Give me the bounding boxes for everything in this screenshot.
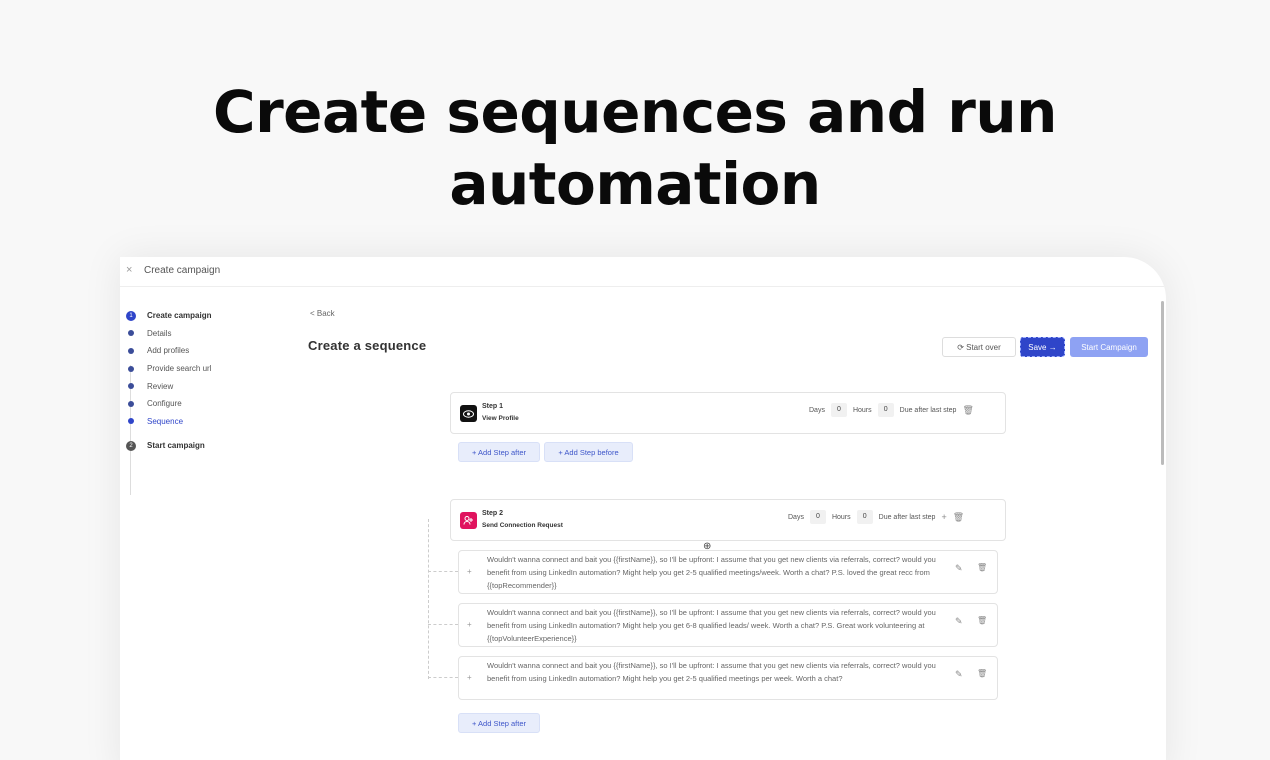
stepper-item-search-url[interactable]: Provide search url	[126, 360, 286, 378]
stepper-dot-icon	[128, 365, 134, 372]
stepper-item-details[interactable]: Details	[126, 325, 286, 343]
stepper-marker-icon: 2	[126, 440, 136, 451]
stepper-dot-icon	[128, 347, 134, 354]
stepper-label: Sequence	[147, 416, 184, 426]
stepper-dot-icon	[128, 383, 134, 390]
step-action: View Profile	[482, 415, 519, 422]
message-variant-2[interactable]: + Wouldn't wanna connect and bait you {{…	[458, 603, 998, 647]
days-input[interactable]: 0	[830, 403, 847, 417]
tree-branch	[428, 571, 458, 572]
window-topbar: × Create campaign	[120, 257, 1166, 287]
stepper-item-review[interactable]: Review	[126, 377, 286, 395]
tree-branch	[428, 677, 458, 678]
message-variant-1[interactable]: + Wouldn't wanna connect and bait you {{…	[458, 550, 998, 594]
add-step-after-button[interactable]: + Add Step after	[458, 442, 540, 462]
add-step-before-button[interactable]: + Add Step before	[544, 442, 633, 462]
page-title: Create a sequence	[308, 338, 427, 353]
cursor-icon: ⊕	[703, 541, 712, 552]
tree-connector	[428, 519, 429, 679]
campaign-stepper: 1 Create campaign Details Add profiles P…	[126, 307, 286, 495]
message-text: Wouldn't wanna connect and bait you {{fi…	[487, 661, 936, 683]
days-label: Days	[809, 406, 825, 414]
stepper-item-start-campaign[interactable]: 2 Start campaign	[126, 437, 286, 455]
hero-headline-line-1: Create sequences and run	[213, 78, 1057, 146]
message-variant-3[interactable]: + Wouldn't wanna connect and bait you {{…	[458, 656, 998, 700]
stepper-dot-icon	[128, 400, 134, 407]
due-label: Due after last step	[899, 406, 957, 414]
start-over-button[interactable]: ⟳ Start over	[942, 337, 1016, 357]
start-campaign-button[interactable]: Start Campaign	[1070, 337, 1148, 357]
tree-branch	[428, 624, 458, 625]
add-step-after-button-2[interactable]: + Add Step after	[458, 713, 540, 733]
due-label: Due after last step	[878, 513, 936, 521]
hero-headline-line-2: automation	[449, 150, 821, 218]
save-button[interactable]: Save →	[1020, 337, 1065, 357]
back-link[interactable]: < Back	[310, 309, 335, 318]
step-title: Step 2	[482, 510, 504, 517]
stepper-label: Review	[147, 381, 174, 391]
message-text: Wouldn't wanna connect and bait you {{fi…	[487, 608, 936, 643]
step-card-1: Step 1 View Profile Days 0 Hours 0 Due a…	[450, 392, 1006, 434]
stepper-marker-icon: 1	[126, 310, 136, 321]
eye-icon	[460, 405, 477, 422]
step-title: Step 1	[482, 403, 504, 410]
drag-handle-icon[interactable]: +	[467, 620, 472, 629]
stepper-item-sequence[interactable]: Sequence	[126, 413, 286, 431]
stepper-label: Provide search url	[147, 364, 212, 374]
step-card-2: Step 2 Send Connection Request Days 0 Ho…	[450, 499, 1006, 541]
pencil-icon[interactable]: ✎	[955, 669, 963, 679]
window-title: Create campaign	[144, 265, 221, 276]
trash-icon[interactable]: 🗑	[977, 616, 988, 625]
days-label: Days	[788, 513, 804, 521]
stepper-dot-icon	[128, 418, 134, 425]
stepper-item-add-profiles[interactable]: Add profiles	[126, 342, 286, 360]
trash-icon[interactable]: 🗑	[962, 404, 974, 415]
trash-icon[interactable]: 🗑	[952, 511, 965, 522]
stepper-label: Create campaign	[147, 311, 212, 321]
stepper-item-configure[interactable]: Configure	[126, 395, 286, 413]
drag-handle-icon[interactable]: +	[467, 567, 472, 576]
message-text: Wouldn't wanna connect and bait you {{fi…	[487, 555, 936, 590]
days-input[interactable]: 0	[809, 510, 826, 524]
stepper-label: Configure	[147, 399, 182, 409]
close-icon[interactable]: ×	[126, 264, 133, 276]
step-timing: Days 0 Hours 0 Due after last step 🗑	[809, 403, 974, 417]
step-action: Send Connection Request	[482, 522, 563, 529]
trash-icon[interactable]: 🗑	[977, 669, 988, 678]
stepper-label: Details	[147, 328, 172, 338]
step-timing: Days 0 Hours 0 Due after last step + 🗑	[788, 510, 964, 524]
stepper-item-create-campaign[interactable]: 1 Create campaign	[126, 307, 286, 325]
drag-handle-icon[interactable]: +	[467, 673, 472, 682]
stepper-label: Add profiles	[147, 346, 190, 356]
stepper-connector-line	[130, 365, 131, 495]
hours-input[interactable]: 0	[856, 510, 873, 524]
pencil-icon[interactable]: ✎	[955, 616, 963, 626]
stepper-label: Start campaign	[147, 441, 205, 451]
hours-input[interactable]: 0	[877, 403, 894, 417]
hours-label: Hours	[852, 406, 872, 414]
connection-icon	[460, 512, 477, 529]
app-window: × Create campaign 1 Create campaign Deta…	[120, 257, 1166, 760]
stepper-dot-icon	[128, 330, 134, 337]
hours-label: Hours	[831, 513, 851, 521]
plus-icon[interactable]: +	[941, 512, 947, 522]
pencil-icon[interactable]: ✎	[955, 563, 963, 573]
trash-icon[interactable]: 🗑	[977, 563, 988, 572]
vertical-scrollbar[interactable]	[1161, 301, 1164, 465]
hero-headline: Create sequences and run automation	[0, 76, 1270, 220]
